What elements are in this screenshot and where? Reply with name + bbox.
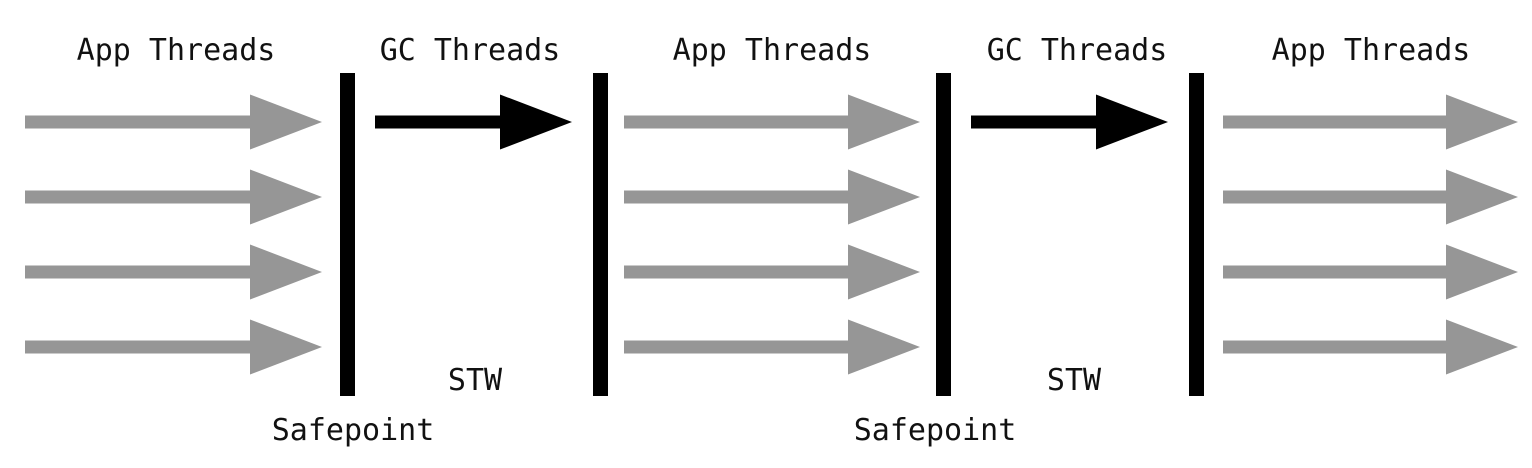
- phase-1-heading: App Threads: [77, 33, 276, 68]
- app-thread-arrow-p3-4-shaft: [624, 340, 849, 354]
- gc-end-barrier-2: [1189, 73, 1204, 396]
- stw-label-2: STW: [1047, 363, 1102, 398]
- app-thread-arrow-p3-3-head: [848, 244, 920, 300]
- app-thread-arrow-p5-1-head: [1446, 94, 1518, 150]
- phase-4-gc-thread-arrow: [971, 94, 1168, 150]
- app-thread-arrow-p5-2-shaft: [1223, 190, 1447, 204]
- safepoint-label-2: Safepoint: [854, 413, 1017, 448]
- app-thread-arrow-p1-1-head: [250, 94, 322, 150]
- phase-5-heading: App Threads: [1272, 33, 1471, 68]
- safepoint-barrier-2: [936, 73, 951, 396]
- app-thread-arrow-p1-3-shaft: [25, 265, 251, 279]
- gc-thread-arrow-p4-1-shaft: [971, 115, 1097, 129]
- app-thread-arrow-p5-4-shaft: [1223, 340, 1447, 354]
- app-thread-arrow-p5-3-shaft: [1223, 265, 1447, 279]
- app-thread-arrow-p1-4-shaft: [25, 340, 251, 354]
- app-thread-arrow-p5-4-head: [1446, 319, 1518, 375]
- stw-label-1: STW: [448, 363, 503, 398]
- app-thread-arrow-p3-4-head: [848, 319, 920, 375]
- app-thread-arrow-p1-2-head: [250, 169, 322, 225]
- phase-4-heading: GC Threads: [987, 33, 1168, 68]
- gc-thread-arrow-p2-1-head: [500, 94, 572, 150]
- app-thread-arrow-p1-2-shaft: [25, 190, 251, 204]
- gc-thread-arrow-p4-1-head: [1096, 94, 1168, 150]
- gc-thread-arrow-p2-1-shaft: [375, 115, 501, 129]
- app-thread-arrow-p3-2-shaft: [624, 190, 849, 204]
- safepoint-label-1: Safepoint: [272, 413, 435, 448]
- phase-2-gc-thread-arrow: [375, 94, 572, 150]
- app-thread-arrow-p5-2-head: [1446, 169, 1518, 225]
- gc-end-barrier-1: [593, 73, 608, 396]
- app-thread-arrow-p3-1-head: [848, 94, 920, 150]
- phase-3-app-thread-arrows: [624, 94, 920, 375]
- app-thread-arrow-p5-3-head: [1446, 244, 1518, 300]
- app-thread-arrow-p1-4-head: [250, 319, 322, 375]
- app-thread-arrow-p3-2-head: [848, 169, 920, 225]
- app-thread-arrow-p1-1-shaft: [25, 115, 251, 129]
- safepoint-barrier-1: [340, 73, 355, 396]
- phase-1-app-thread-arrows: [25, 94, 322, 375]
- app-thread-arrow-p1-3-head: [250, 244, 322, 300]
- app-thread-arrow-p3-1-shaft: [624, 115, 849, 129]
- phase-2-heading: GC Threads: [380, 33, 561, 68]
- phase-5-app-thread-arrows: [1223, 94, 1518, 375]
- app-thread-arrow-p3-3-shaft: [624, 265, 849, 279]
- app-thread-arrow-p5-1-shaft: [1223, 115, 1447, 129]
- phase-3-heading: App Threads: [673, 33, 872, 68]
